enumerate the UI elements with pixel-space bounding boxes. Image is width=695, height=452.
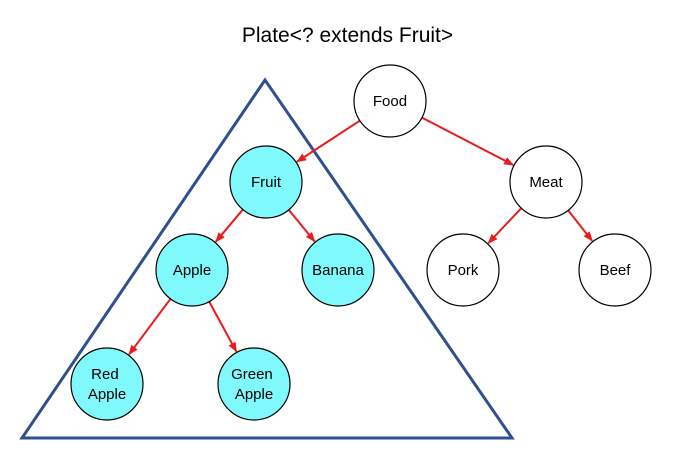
svg-text:Pork: Pork bbox=[448, 262, 479, 279]
node-green-apple: Green Apple bbox=[217, 347, 291, 421]
fruit-bound-triangle bbox=[19, 77, 515, 440]
node-green-apple-label-line-1: Green bbox=[231, 366, 273, 383]
svg-text:Fruit: Fruit bbox=[251, 174, 282, 191]
edge-apple-to-red-apple bbox=[128, 298, 172, 356]
node-meat-circle bbox=[509, 145, 583, 219]
svg-text:Food: Food bbox=[373, 93, 407, 110]
node-green-apple-circle bbox=[217, 347, 291, 421]
svg-text:Banana: Banana bbox=[312, 262, 364, 279]
node-apple-circle bbox=[155, 233, 229, 307]
edge-meat-to-pork bbox=[487, 207, 523, 244]
node-meat-label: Meat bbox=[529, 174, 563, 191]
edge-food-to-meat bbox=[421, 116, 515, 166]
node-red-apple: Red Apple bbox=[70, 347, 144, 421]
node-banana: Banana bbox=[301, 233, 375, 307]
node-pork: Pork bbox=[426, 233, 500, 307]
svg-text:Meat: Meat bbox=[529, 174, 563, 191]
edge-meat-to-beef bbox=[567, 209, 593, 242]
node-banana-label: Banana bbox=[312, 262, 364, 279]
node-beef: Beef bbox=[578, 233, 652, 307]
svg-text:Green Apple: Green Apple bbox=[231, 366, 277, 403]
edge-fruit-to-apple bbox=[215, 208, 244, 243]
node-food-label: Food bbox=[373, 93, 407, 110]
node-beef-circle bbox=[578, 233, 652, 307]
svg-text:Beef: Beef bbox=[600, 262, 632, 279]
edge-food-to-fruit bbox=[296, 119, 361, 163]
edge-fruit-to-banana bbox=[288, 209, 316, 243]
node-layer: Food Fruit Meat Apple Banana bbox=[70, 64, 652, 421]
node-pork-circle bbox=[426, 233, 500, 307]
node-apple-label: Apple bbox=[173, 262, 211, 279]
node-food-circle bbox=[353, 64, 427, 138]
diagram-title: Plate<? extends Fruit> bbox=[241, 24, 454, 47]
node-banana-circle bbox=[301, 233, 375, 307]
node-fruit-circle bbox=[229, 145, 303, 219]
edge-layer bbox=[128, 116, 593, 356]
svg-text:Red Apple: Red Apple bbox=[88, 366, 126, 403]
node-meat: Meat bbox=[509, 145, 583, 219]
node-red-apple-circle bbox=[70, 347, 144, 421]
edge-apple-to-green-apple bbox=[208, 301, 238, 353]
node-red-apple-label-line-1: Red bbox=[91, 366, 119, 383]
node-apple: Apple bbox=[155, 233, 229, 307]
node-pork-label: Pork bbox=[448, 262, 479, 279]
node-red-apple-label-line-2: Apple bbox=[88, 386, 126, 403]
svg-text:Apple: Apple bbox=[173, 262, 211, 279]
node-fruit-label: Fruit bbox=[251, 174, 282, 191]
node-beef-label: Beef bbox=[600, 262, 632, 279]
node-green-apple-label-line-2: Apple bbox=[235, 386, 273, 403]
node-fruit: Fruit bbox=[229, 145, 303, 219]
node-food: Food bbox=[353, 64, 427, 138]
